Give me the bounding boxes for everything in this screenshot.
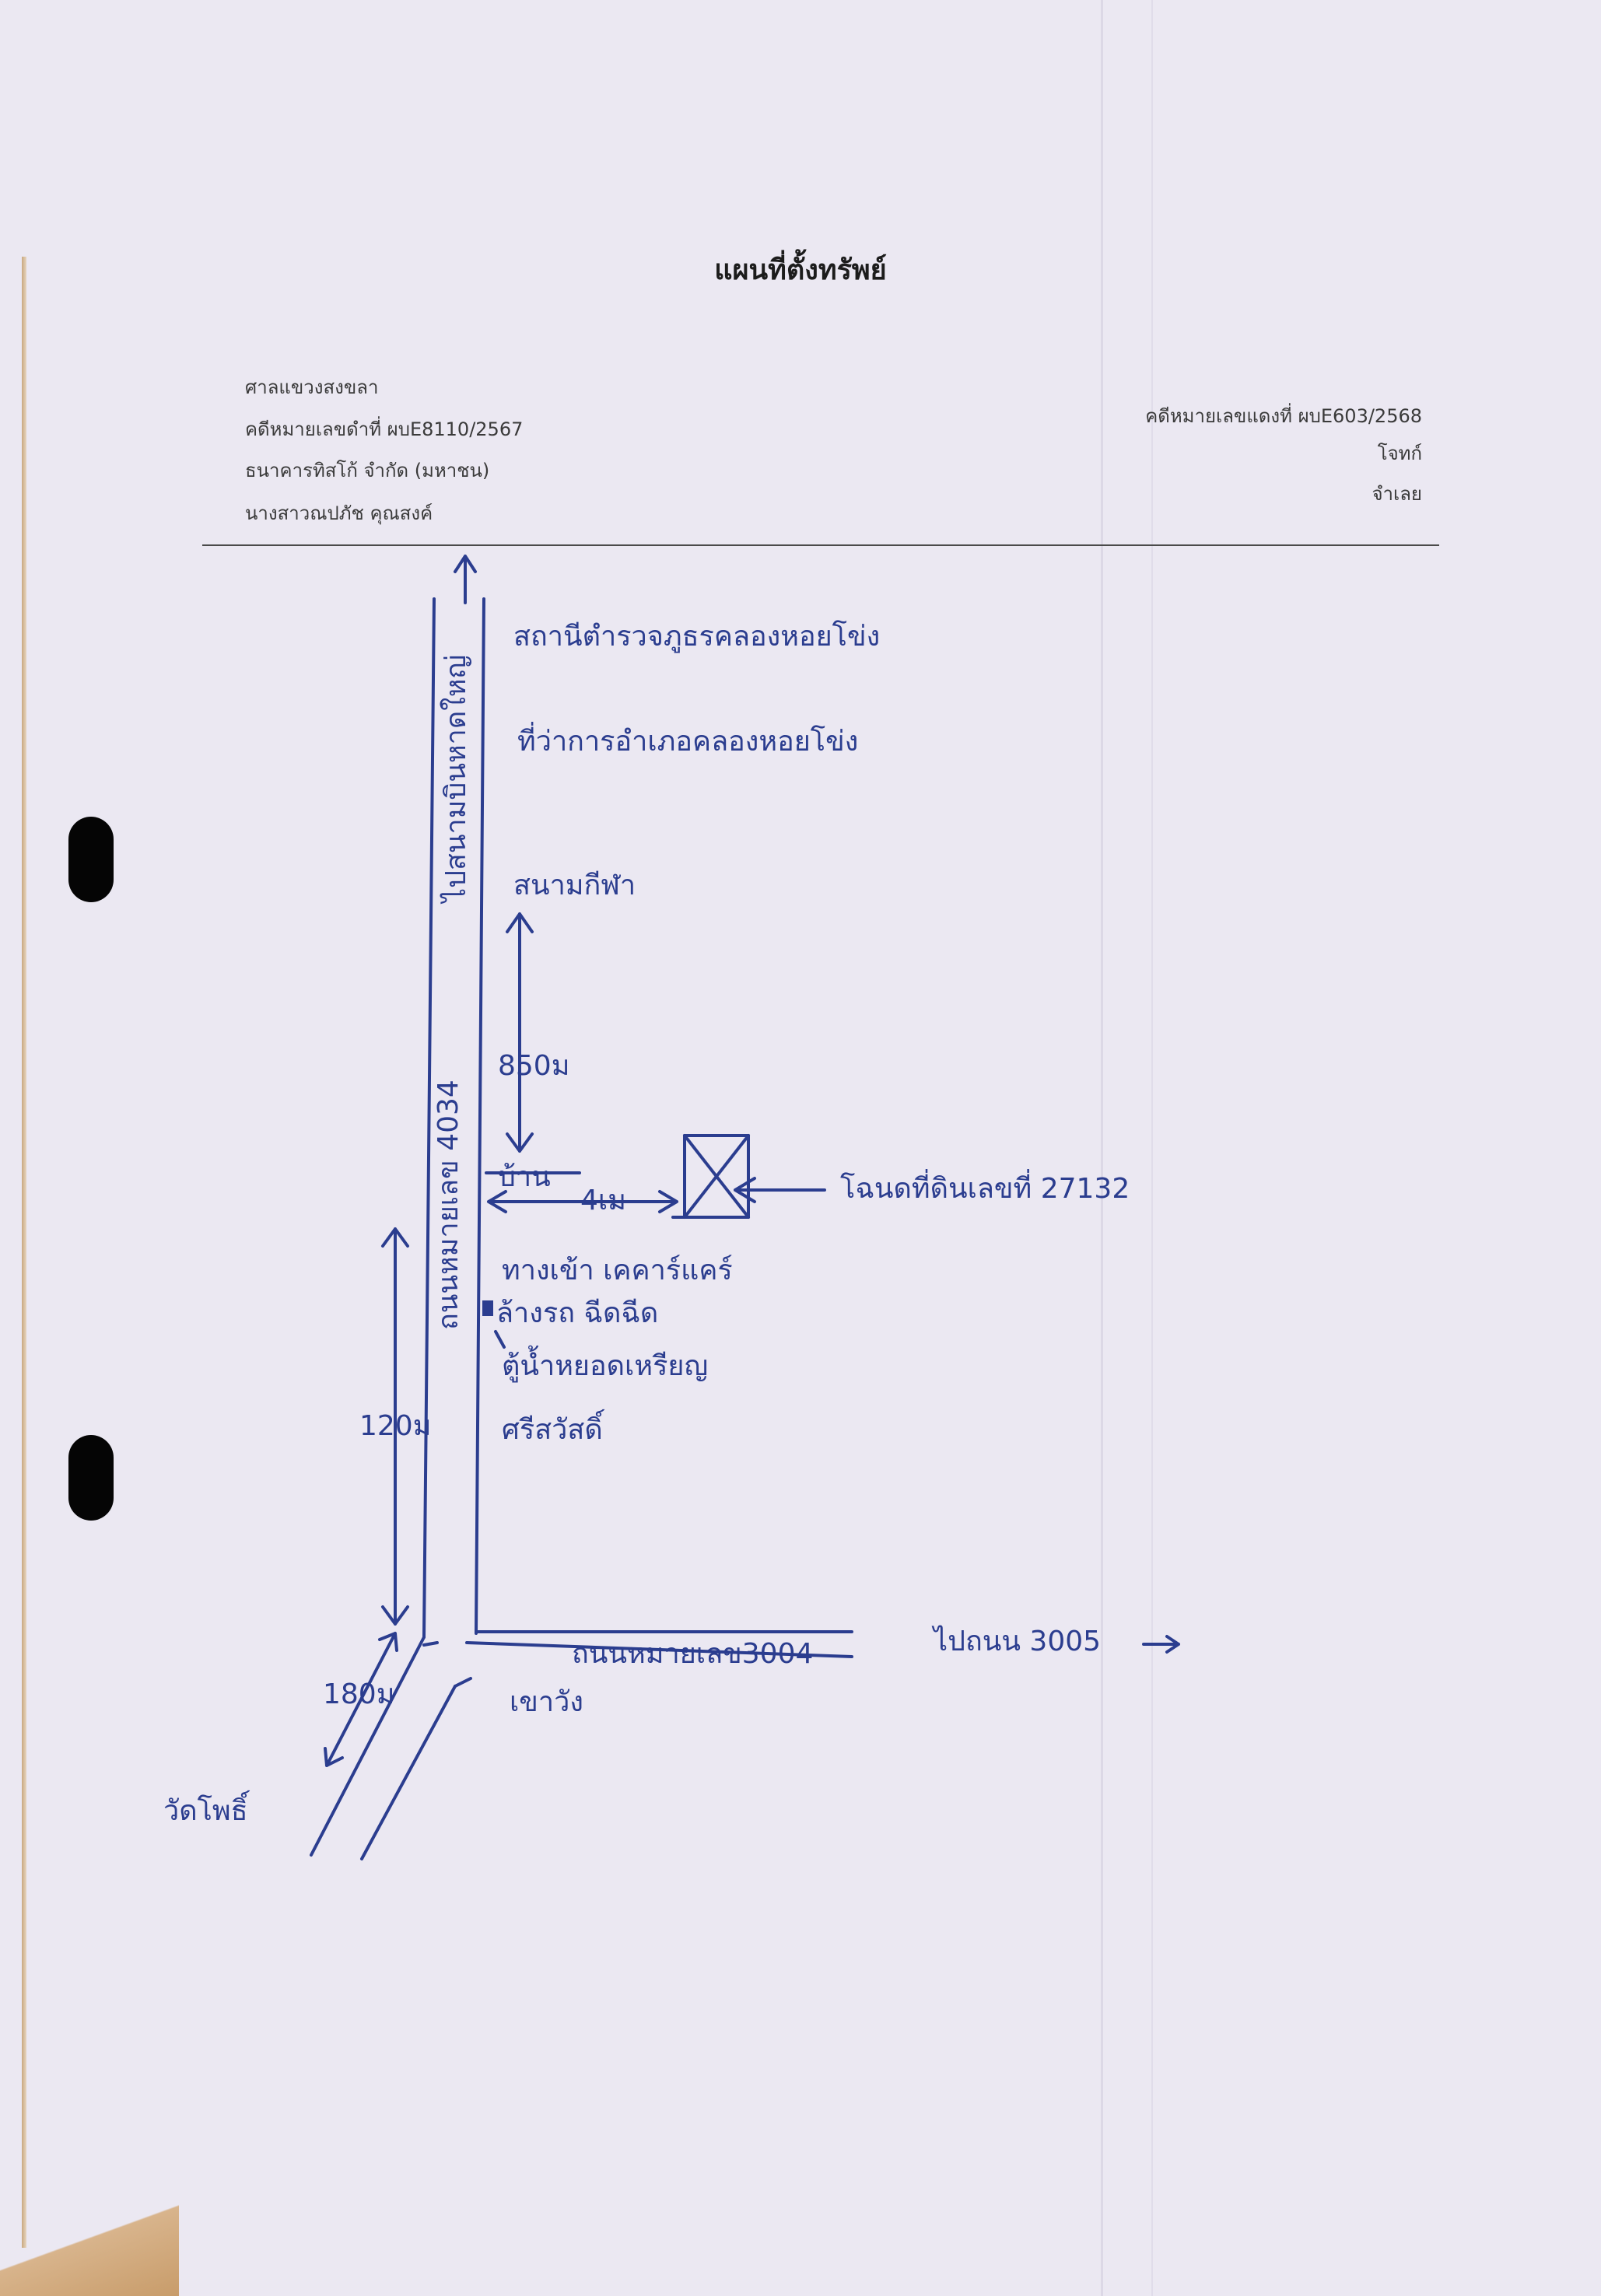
plaintiff-name: ธนาคารทิสโก้ จำกัด (มหาชน) [245,460,490,481]
deed-label: โฉนดที่ดินเลขที่ 27132 [840,1169,1130,1205]
page-corner [0,2195,179,2296]
distance-4m-arrow [487,1190,678,1213]
page-fold [1101,0,1103,2296]
distance-850-label: 850ม [498,1050,569,1082]
distance-180-label: 180ม [323,1678,394,1710]
deed-arrow [734,1177,826,1203]
north-arrow [454,555,477,604]
distance-1200-arrow [381,1227,409,1626]
police-station-label: สถานีตำรวจภูธรคลองหอยโข่ง [513,620,880,653]
road-4034-label: ถนนหมายเลข 4034 [433,1080,464,1330]
plot-box-edge-left [671,1134,686,1219]
to-road-3005-label: ไปถนน 3005 [931,1625,1101,1657]
distance-4m-label: 4เม [580,1185,626,1216]
page-edge [22,257,26,2248]
road-3005-arrow [1142,1635,1180,1654]
distance-850-arrow [506,912,534,1153]
distance-180-arrow [324,1632,398,1767]
header-rule [202,544,1439,546]
temple-label: วัดโพธิ์ [163,1790,250,1827]
page-fold [1151,0,1153,2296]
black-case-number: คดีหมายเลขดำที่ ผบE8110/2567 [245,418,524,440]
car-wash-label: ล้างรถ ฉีดฉีด [496,1297,658,1329]
defendant-name: นางสาวณปภัช คุณสงค์ [245,502,433,524]
vending-pointer [494,1330,506,1349]
entrance-label: ทางเข้า เคคาร์แคร์ [502,1255,733,1286]
vending-label: ตู้น้ำหยอดเหรียญ [502,1345,708,1383]
sri-sawat-label: ศรีสวัสดิ์ [502,1409,605,1446]
distance-1200-label: 120ม [359,1410,431,1442]
house-label: บ้าน [498,1161,551,1193]
sports-field-label: สนามกีฬา [513,870,636,901]
punch-hole [68,1435,114,1521]
diagonal-road-left-edge [310,1636,426,1857]
plot-cross [683,1134,750,1219]
punch-hole [68,817,114,902]
road-4034-left-edge [422,597,436,1639]
vending-marker [482,1300,493,1316]
road-3004-bottom-edge [422,1641,853,1658]
road-4034-right-edge [475,597,485,1635]
to-airport-label: ไปสนามบินหาดใหญ่ [440,655,472,905]
district-office-label: ที่ว่าการอำเภอคลองหอยโข่ง [517,722,858,758]
defendant-role: จำเลย [1372,483,1422,505]
diagonal-road-connector [454,1677,472,1688]
document-title: แผนที่ตั้งทรัพย์ [714,254,887,286]
road-3004-label: ถนนหมายเลข3004 [572,1638,813,1670]
diagonal-road-right-edge [360,1685,457,1860]
junction-label: เขาวัง [510,1686,583,1718]
plaintiff-role: โจทก์ [1377,443,1422,464]
court-name: ศาลแขวงสงขลา [245,376,379,398]
red-case-number: คดีหมายเลขแดงที่ ผบE603/2568 [1145,405,1422,427]
